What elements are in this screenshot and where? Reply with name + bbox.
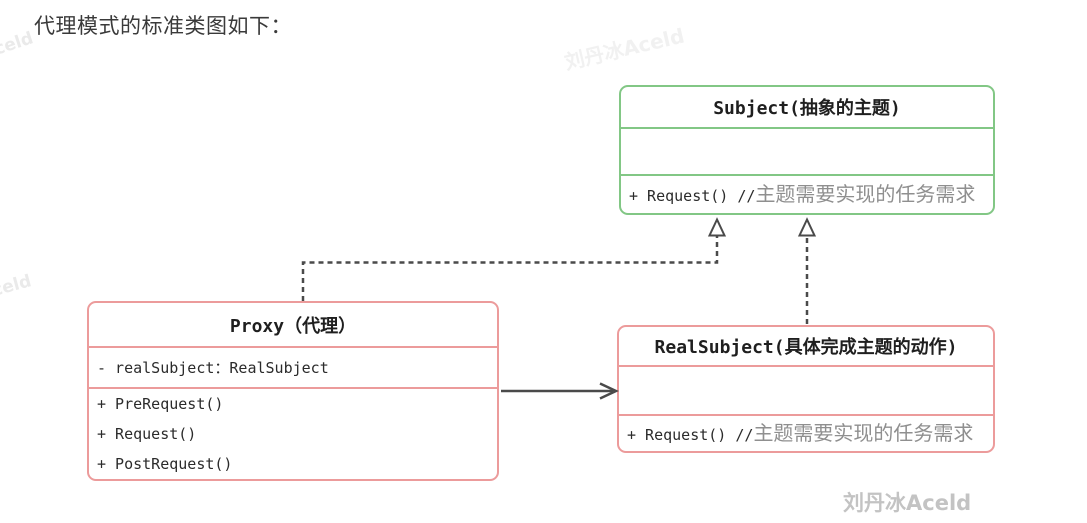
realization-arrow-realsubject-to-subject [797,217,817,324]
class-methods-realsubject: + Request() //主题需要实现的任务需求 [619,414,993,451]
association-arrow-proxy-to-realsubject [501,382,619,400]
watermark: 刘丹冰Aceld [562,23,687,75]
watermark: celd [0,271,34,301]
realization-arrow-proxy-to-subject [301,217,727,301]
class-fields-proxy: - realSubject：RealSubject [89,346,497,387]
watermark: 刘丹冰Aceld [843,491,972,515]
class-box-subject: Subject(抽象的主题) + Request() //主题需要实现的任务需求 [619,85,995,215]
class-fields-subject [621,127,993,174]
hollow-triangle-arrowhead [707,217,727,237]
method-comment: 主题需要实现的任务需求 [755,181,976,206]
page-title: 代理模式的标准类图如下： [34,14,292,38]
method-line: + PreRequest() [97,395,224,413]
hollow-triangle-arrowhead [797,217,817,237]
method-line: + Request() //主题需要实现的任务需求 [619,418,993,450]
method-line: + Request() [97,425,197,443]
class-box-realsubject: RealSubject(具体完成主题的动作) + Request() //主题需… [617,325,995,453]
class-title-subject: Subject(抽象的主题) [713,98,901,119]
method-code: + Request() // [627,425,754,444]
open-arrowhead [599,382,619,400]
class-box-proxy: Proxy（代理） - realSubject：RealSubject + Pr… [87,301,499,481]
class-title-proxy: Proxy（代理） [229,315,357,337]
method-line: + PostRequest() [97,455,233,473]
attribute-line: - realSubject：RealSubject [97,358,329,377]
method-comment: 主题需要实现的任务需求 [753,420,974,445]
class-fields-realsubject [619,365,993,414]
class-methods-subject: + Request() //主题需要实现的任务需求 [621,174,993,213]
method-code: + Request() // [629,186,756,205]
class-methods-proxy: + PreRequest() + Request() + PostRequest… [89,387,497,479]
class-title-realsubject: RealSubject(具体完成主题的动作) [654,337,958,358]
watermark: celd [0,28,36,60]
method-line: + Request() //主题需要实现的任务需求 [621,179,993,211]
